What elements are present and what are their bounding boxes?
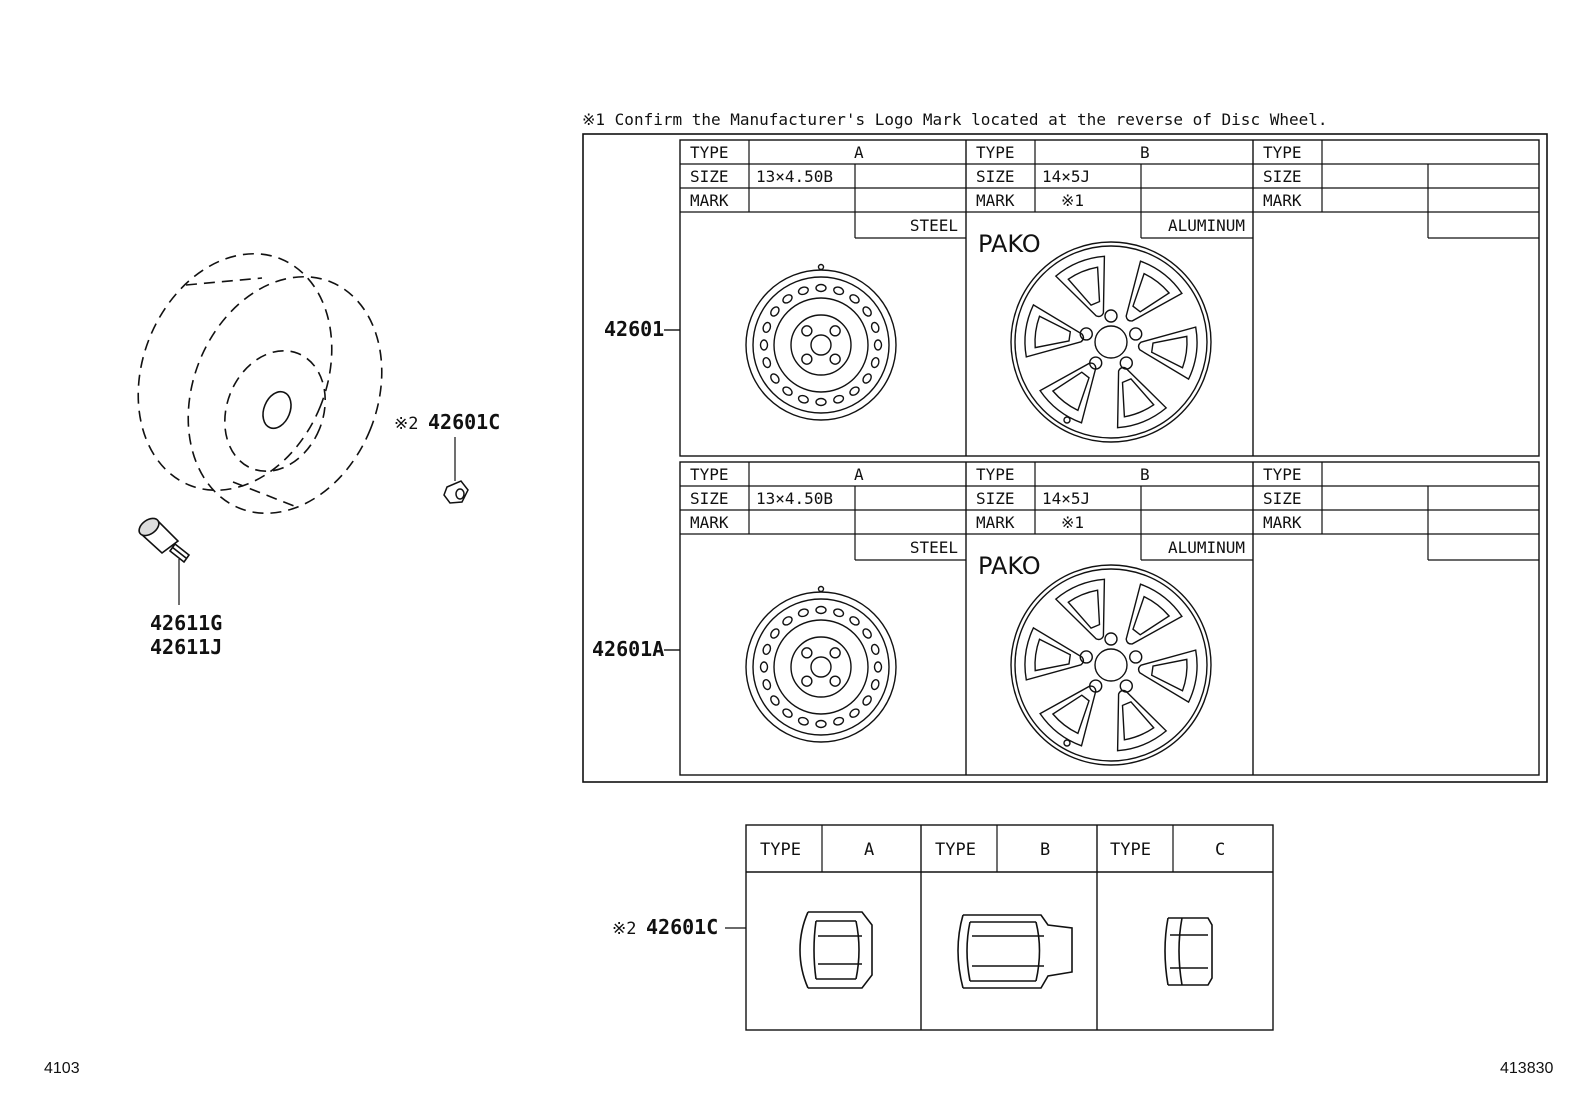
spec-label-size: SIZE bbox=[690, 489, 729, 508]
nut-type-label-a: TYPE bbox=[760, 840, 801, 860]
footer-right-code: 413830 bbox=[1500, 1060, 1553, 1077]
valve-part-number-alt: 42611J bbox=[150, 635, 222, 659]
wheel-row-42601A: 42601A bbox=[592, 461, 1540, 776]
spec-material-value: ALUMINUM bbox=[1168, 216, 1245, 235]
nut-callout-mark: ※2 bbox=[612, 919, 636, 939]
nut-type-value-a: A bbox=[864, 840, 874, 860]
wheel-spec-cell: TYPE SIZE MARK bbox=[1253, 462, 1539, 561]
nut-type-label-b: TYPE bbox=[935, 840, 976, 860]
spec-label-size: SIZE bbox=[690, 167, 729, 186]
spec-label-mark: MARK bbox=[1263, 191, 1302, 210]
spec-size-value: 13×4.50B bbox=[756, 489, 833, 508]
lug-nut-type-c-icon bbox=[1164, 917, 1213, 986]
wheel-row-part-number: 42601A bbox=[592, 637, 664, 661]
spec-material-value: STEEL bbox=[910, 216, 958, 235]
spec-mark-value: ※1 bbox=[1061, 191, 1084, 210]
spec-size-value: 14×5J bbox=[1042, 489, 1090, 508]
steel-wheel-icon bbox=[745, 585, 897, 743]
valve-part-number: 42611G bbox=[150, 611, 222, 635]
spec-type-value: B bbox=[1140, 143, 1150, 162]
spec-label-type: TYPE bbox=[1263, 143, 1302, 162]
spec-mark-value: ※1 bbox=[1061, 513, 1084, 532]
aluminum-wheel-icon bbox=[1010, 564, 1212, 766]
hub-nut-part-number: 42601C bbox=[428, 410, 500, 434]
spec-label-mark: MARK bbox=[976, 513, 1015, 532]
wheel-spec-cell: TYPE SIZE MARK bbox=[1253, 140, 1539, 239]
wheel-spec-cell: TYPE SIZE MARK A 13×4.50B STEEL bbox=[680, 462, 966, 561]
nut-type-value-c: C bbox=[1215, 840, 1225, 860]
spec-label-type: TYPE bbox=[1263, 465, 1302, 484]
spec-size-value: 13×4.50B bbox=[756, 167, 833, 186]
spec-label-mark: MARK bbox=[1263, 513, 1302, 532]
nut-type-table: TYPE A TYPE B TYPE C bbox=[745, 824, 1274, 1031]
wheel-spec-cell: TYPE SIZE MARK A 13×4.50B STEEL bbox=[680, 140, 966, 239]
aluminum-wheel-icon bbox=[1010, 241, 1212, 443]
wheel-row-42601: 42601 bbox=[604, 139, 1540, 457]
logo-mark-note: ※1 Confirm the Manufacturer's Logo Mark … bbox=[582, 110, 1328, 129]
spec-size-value: 14×5J bbox=[1042, 167, 1090, 186]
spec-material-value: ALUMINUM bbox=[1168, 538, 1245, 557]
spec-label-size: SIZE bbox=[976, 167, 1015, 186]
lug-nut-type-b-icon bbox=[957, 914, 1073, 989]
spec-label-mark: MARK bbox=[976, 191, 1015, 210]
spec-label-type: TYPE bbox=[690, 143, 729, 162]
lug-nut-type-a-icon bbox=[799, 911, 873, 989]
spec-type-value: A bbox=[854, 465, 864, 484]
hub-nut-callout-mark: ※2 bbox=[394, 414, 418, 434]
tire-illustration bbox=[137, 252, 383, 515]
spec-label-mark: MARK bbox=[690, 513, 729, 532]
wheel-table-frame bbox=[582, 133, 1548, 783]
wheel-brand-label: PAKO bbox=[978, 230, 1041, 258]
steel-wheel-icon bbox=[745, 263, 897, 421]
spec-label-size: SIZE bbox=[976, 489, 1015, 508]
wheel-drawings bbox=[745, 241, 1212, 766]
spec-label-type: TYPE bbox=[976, 465, 1015, 484]
nut-type-label-c: TYPE bbox=[1110, 840, 1151, 860]
nut-type-value-b: B bbox=[1040, 840, 1050, 860]
spec-label-mark: MARK bbox=[690, 191, 729, 210]
nut-callout-part-number: 42601C bbox=[646, 915, 718, 939]
footer-left-code: 4103 bbox=[44, 1060, 80, 1077]
spec-label-size: SIZE bbox=[1263, 167, 1302, 186]
valve-stem-icon bbox=[138, 517, 191, 605]
hub-nut-icon bbox=[443, 480, 469, 504]
spec-material-value: STEEL bbox=[910, 538, 958, 557]
spec-type-value: B bbox=[1140, 465, 1150, 484]
wheel-row-part-number: 42601 bbox=[604, 317, 664, 341]
wheel-brand-label: PAKO bbox=[978, 552, 1041, 580]
spec-label-size: SIZE bbox=[1263, 489, 1302, 508]
wheel-spec-headers: TYPE SIZE MARK A 13×4.50B STEEL TYPE SIZE MARK B 1… bbox=[680, 140, 1539, 580]
spec-type-value: A bbox=[854, 143, 864, 162]
spec-label-type: TYPE bbox=[976, 143, 1015, 162]
spec-label-type: TYPE bbox=[690, 465, 729, 484]
